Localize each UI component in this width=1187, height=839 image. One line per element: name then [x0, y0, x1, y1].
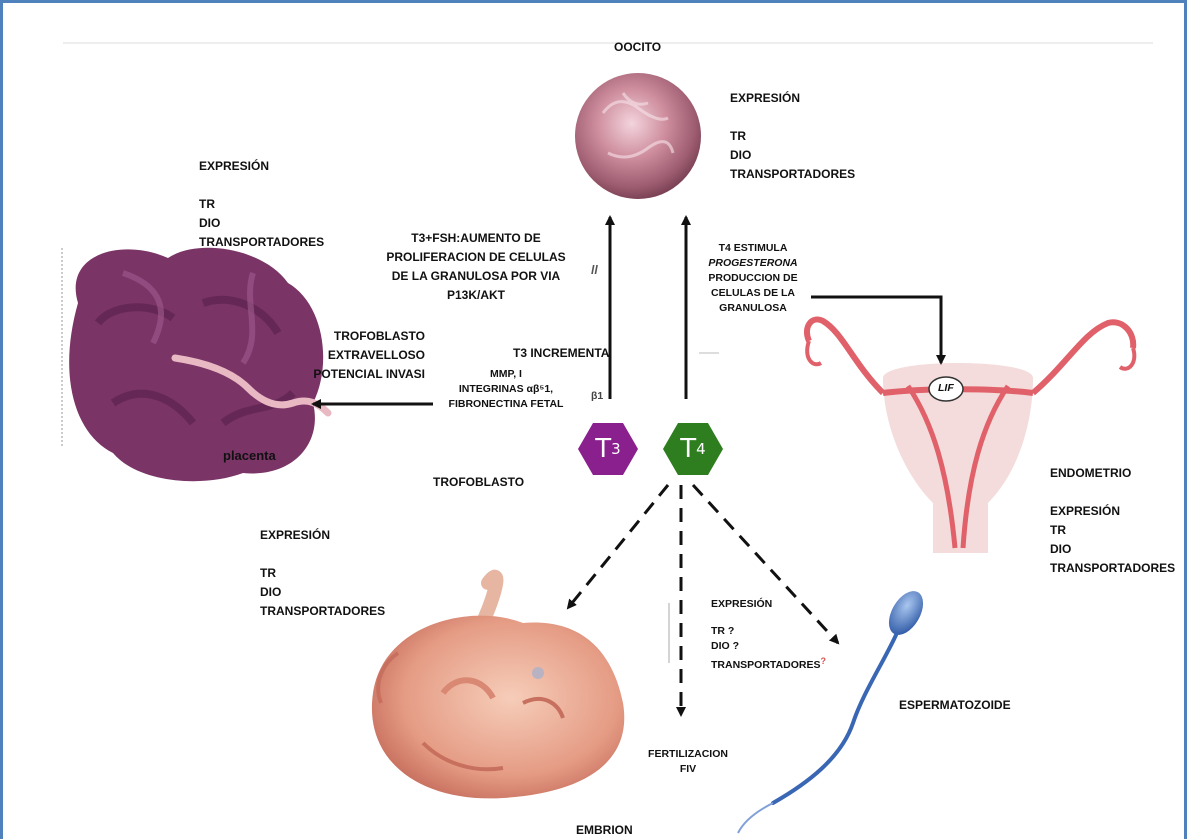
embryo-item-transporters: TRANSPORTADORES: [260, 602, 385, 621]
trophoblast-effect-2: EXTRAVELLOSO: [289, 346, 425, 365]
oocyte-title: OOCITO: [614, 38, 661, 57]
oocyte-item-tr: TR: [730, 127, 855, 146]
t4-base: T: [680, 434, 696, 464]
endometrium-item-tr: TR: [1050, 521, 1175, 540]
oocyte-item-transporters: TRANSPORTADORES: [730, 165, 855, 184]
sperm-question-mark: ?: [820, 656, 826, 666]
t3-fsh-line-4: P13K/AKT: [383, 286, 569, 305]
sperm-expression: EXPRESIÓN: [711, 597, 826, 612]
fertilization-block: FERTILIZACION FIV: [635, 747, 741, 777]
embryo-item-tr: TR: [260, 564, 385, 583]
sperm-item-transporters: TRANSPORTADORES: [711, 659, 820, 671]
placenta-expression-block: EXPRESIÓN TR DIO TRANSPORTADORES: [199, 157, 324, 252]
placenta-item-transporters: TRANSPORTADORES: [199, 233, 324, 252]
trophoblast-effect-1: TROFOBLASTO: [289, 327, 425, 346]
t4-progesterone-line-4: GRANULOSA: [701, 301, 805, 316]
endometrium-item-transporters: TRANSPORTADORES: [1050, 559, 1175, 578]
t4-progesterone-italic: PROGESTERONA: [701, 256, 805, 271]
sperm-expression-block: EXPRESIÓN TR ? DIO ? TRANSPORTADORES?: [711, 597, 826, 673]
sperm-item-tr: TR ?: [711, 624, 826, 639]
trophoblast-effect-3: POTENCIAL INVASI: [289, 365, 425, 384]
t3-fsh-effect: T3+FSH:AUMENTO DE PROLIFERACION DE CELUL…: [383, 229, 569, 305]
endometrium-item-dio: DIO: [1050, 540, 1175, 559]
mark-beta1: β1: [591, 389, 603, 404]
endometrium-expression-block: EXPRESIÓN TR DIO TRANSPORTADORES: [1050, 502, 1175, 578]
trophoblast-title: TROFOBLASTO: [433, 473, 524, 492]
sperm-title: ESPERMATOZOIDE: [899, 696, 1011, 715]
t3-increments-line-2: INTEGRINAS αβ⁵1,: [428, 382, 584, 397]
arrow-to-embryo: [568, 485, 668, 608]
oocyte-item-dio: DIO: [730, 146, 855, 165]
placenta-expression: EXPRESIÓN: [199, 157, 324, 176]
t3-increments-title: T3 INCREMENTA: [513, 344, 609, 363]
fertilization-line-2: FIV: [635, 762, 741, 777]
t3-increments-line-1: MMP, I: [428, 367, 584, 382]
embryo-title: EMBRION: [576, 821, 633, 839]
mark-ll: ll: [591, 261, 598, 280]
t3-base: T: [595, 434, 611, 464]
placenta-item-tr: TR: [199, 195, 324, 214]
t4-sub: 4: [696, 440, 706, 458]
t3-increments-line-3: FIBRONECTINA FETAL: [428, 397, 584, 412]
t3-sub: 3: [611, 440, 621, 458]
t4-progesterone-line-1: T4 ESTIMULA: [701, 241, 805, 256]
embryo-image: [372, 577, 624, 799]
endometrium-title: ENDOMETRIO: [1050, 464, 1131, 483]
oocyte-expression: EXPRESIÓN: [730, 89, 855, 108]
t3-fsh-line-1: T3+FSH:AUMENTO DE: [383, 229, 569, 248]
trophoblast-effect: TROFOBLASTO EXTRAVELLOSO POTENCIAL INVAS…: [289, 327, 425, 384]
t3-fsh-line-2: PROLIFERACION DE CELULAS: [383, 248, 569, 267]
embryo-expression: EXPRESIÓN: [260, 526, 385, 545]
oocyte-image: [575, 73, 701, 199]
placenta-image-label: placenta: [223, 446, 276, 465]
t4-progesterone-effect: T4 ESTIMULA PROGESTERONA PRODUCCION DE C…: [701, 241, 805, 316]
oocyte-expression-block: EXPRESIÓN TR DIO TRANSPORTADORES: [730, 89, 855, 184]
t3-fsh-line-3: DE LA GRANULOSA POR VIA: [383, 267, 569, 286]
t3-increments-list: MMP, I INTEGRINAS αβ⁵1, FIBRONECTINA FET…: [428, 367, 584, 412]
endometrium-expression: EXPRESIÓN: [1050, 502, 1175, 521]
lif-label: LIF: [938, 381, 954, 396]
embryo-item-dio: DIO: [260, 583, 385, 602]
placenta-item-dio: DIO: [199, 214, 324, 233]
embryo-expression-block: EXPRESIÓN TR DIO TRANSPORTADORES: [260, 526, 385, 621]
t4-progesterone-line-3: CELULAS DE LA: [701, 286, 805, 301]
sperm-item-dio: DIO ?: [711, 639, 826, 654]
fertilization-line-1: FERTILIZACION: [635, 747, 741, 762]
t4-progesterone-line-2: PRODUCCION DE: [701, 271, 805, 286]
